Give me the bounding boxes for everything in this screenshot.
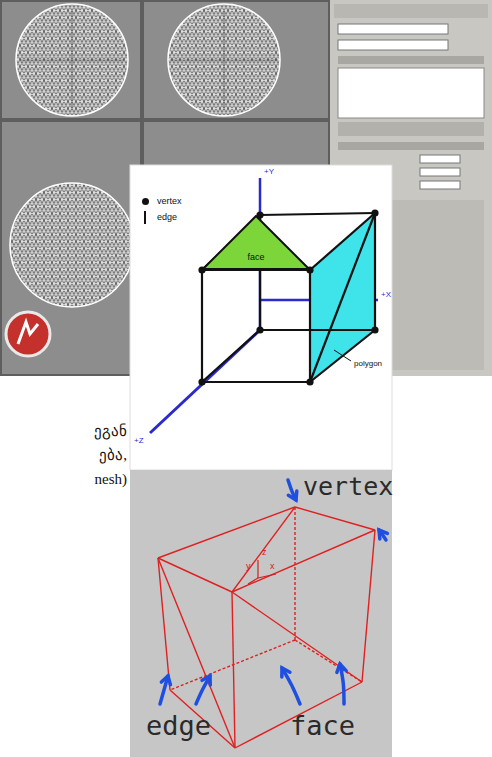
cube-screenshot	[130, 470, 392, 757]
legend-text: edge	[157, 212, 177, 222]
axis-label: +X	[381, 291, 391, 299]
legend-item: vertex	[142, 193, 182, 209]
body-text: ეგან	[94, 424, 127, 439]
gizmo-axis: z	[262, 548, 267, 557]
gizmo-axis: x	[270, 562, 275, 571]
axis-label: +Y	[264, 168, 274, 176]
body-text: ება,	[99, 448, 127, 463]
vertex-dot-sample	[142, 198, 149, 205]
callout-label: vertex	[303, 474, 393, 499]
legend-item: edge	[142, 209, 182, 225]
callout-label: edge	[146, 712, 211, 739]
face-triangle: face	[202, 215, 310, 270]
cube-diagram	[130, 165, 392, 470]
body-text: nesh)	[95, 472, 128, 487]
axis-label: +Z	[134, 437, 144, 445]
callout-label: face	[290, 712, 355, 739]
gizmo-axis: y	[246, 562, 251, 571]
legend-text: vertex	[157, 196, 182, 206]
face-label: face	[247, 253, 264, 262]
legend: vertex edge	[142, 193, 182, 225]
callout-label: polygon	[354, 360, 382, 368]
edge-line-sample	[144, 211, 146, 224]
